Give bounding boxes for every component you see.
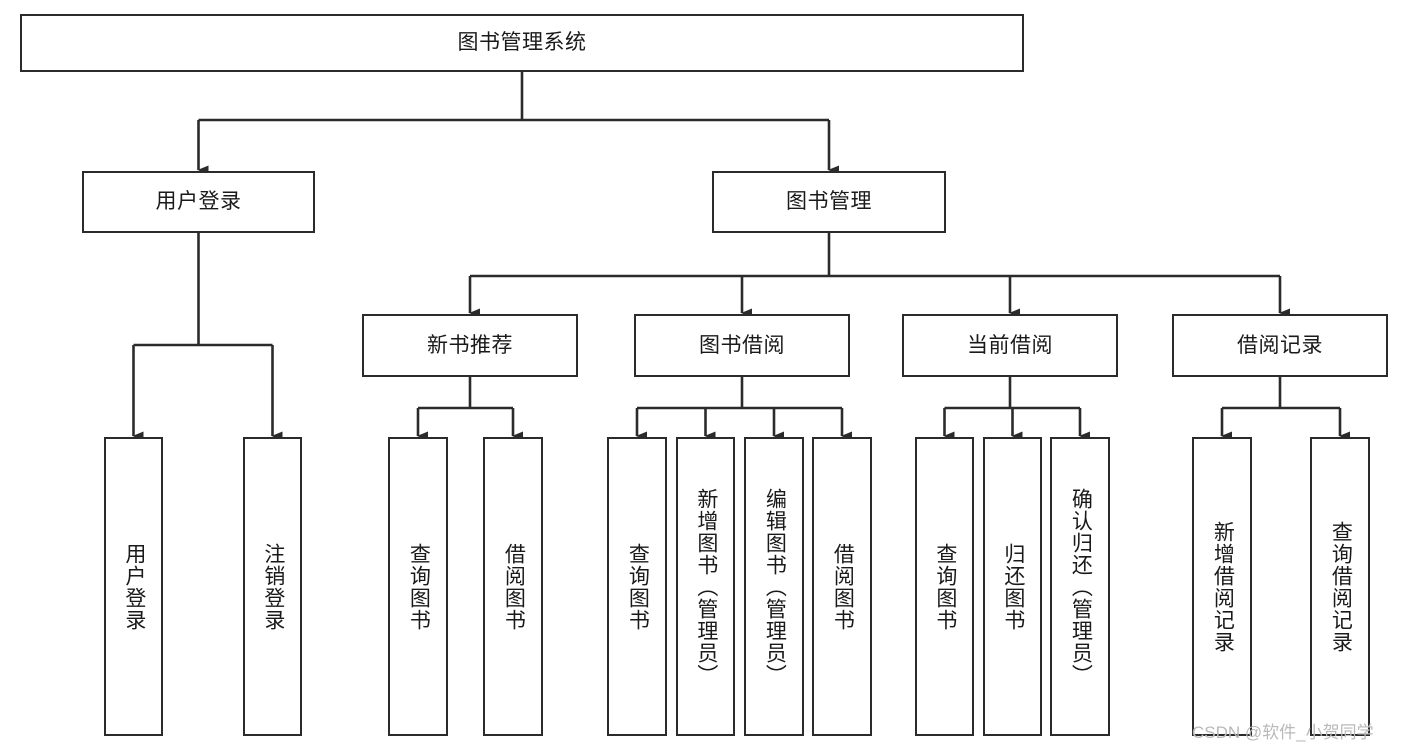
leaf-borrow-book[interactable]: 借阅图书	[812, 437, 872, 736]
leaf-borrow-book-label: 借阅图书	[831, 542, 855, 631]
leaf-query-book-cur-label: 查询图书	[933, 542, 957, 631]
csdn-watermark: CSDN @软件_小贺同学	[1192, 723, 1374, 742]
leaf-return-book[interactable]: 归还图书	[983, 437, 1042, 736]
node-borrow-record[interactable]: 借阅记录	[1172, 314, 1388, 377]
leaf-add-borrow-record[interactable]: 新增借阅记录	[1192, 437, 1252, 736]
leaf-query-book-borrow[interactable]: 查询图书	[607, 437, 667, 736]
leaf-add-borrow-record-label: 新增借阅记录	[1211, 520, 1235, 653]
leaf-query-borrow-record-label: 查询借阅记录	[1329, 520, 1353, 653]
node-current-borrow[interactable]: 当前借阅	[902, 314, 1118, 377]
node-book-borrow-label: 图书借阅	[699, 333, 785, 357]
node-user-login-label: 用户登录	[155, 190, 242, 214]
node-book-borrow[interactable]: 图书借阅	[634, 314, 850, 377]
leaf-confirm-return-admin-label: 确认归还（管理员）	[1069, 487, 1093, 686]
leaf-user-login-label: 用户登录	[122, 542, 146, 631]
leaf-query-borrow-record[interactable]: 查询借阅记录	[1310, 437, 1370, 736]
node-new-book-recommend-label: 新书推荐	[427, 333, 513, 357]
node-book-manage[interactable]: 图书管理	[712, 171, 946, 233]
leaf-query-book-cur[interactable]: 查询图书	[915, 437, 974, 736]
leaf-return-book-label: 归还图书	[1001, 542, 1025, 631]
leaf-user-logout-label: 注销登录	[261, 542, 285, 631]
leaf-borrow-book-rec[interactable]: 借阅图书	[483, 437, 543, 736]
leaf-add-book-admin-label: 新增图书（管理员）	[694, 487, 718, 686]
leaf-query-book-rec-label: 查询图书	[407, 542, 431, 631]
node-borrow-record-label: 借阅记录	[1237, 333, 1323, 357]
leaf-edit-book-admin[interactable]: 编辑图书（管理员）	[744, 437, 804, 736]
node-current-borrow-label: 当前借阅	[967, 333, 1053, 357]
leaf-edit-book-admin-label: 编辑图书（管理员）	[763, 487, 787, 686]
leaf-user-logout[interactable]: 注销登录	[243, 437, 302, 736]
node-root[interactable]: 图书管理系统	[20, 14, 1024, 72]
leaf-query-book-rec[interactable]: 查询图书	[388, 437, 448, 736]
node-book-manage-label: 图书管理	[786, 190, 872, 214]
node-root-label: 图书管理系统	[457, 31, 587, 55]
node-user-login[interactable]: 用户登录	[82, 171, 315, 233]
leaf-add-book-admin[interactable]: 新增图书（管理员）	[676, 437, 735, 736]
leaf-query-book-borrow-label: 查询图书	[626, 542, 650, 631]
leaf-user-login[interactable]: 用户登录	[104, 437, 163, 736]
leaf-borrow-book-rec-label: 借阅图书	[502, 542, 526, 631]
node-new-book-recommend[interactable]: 新书推荐	[362, 314, 578, 377]
leaf-confirm-return-admin[interactable]: 确认归还（管理员）	[1050, 437, 1110, 736]
